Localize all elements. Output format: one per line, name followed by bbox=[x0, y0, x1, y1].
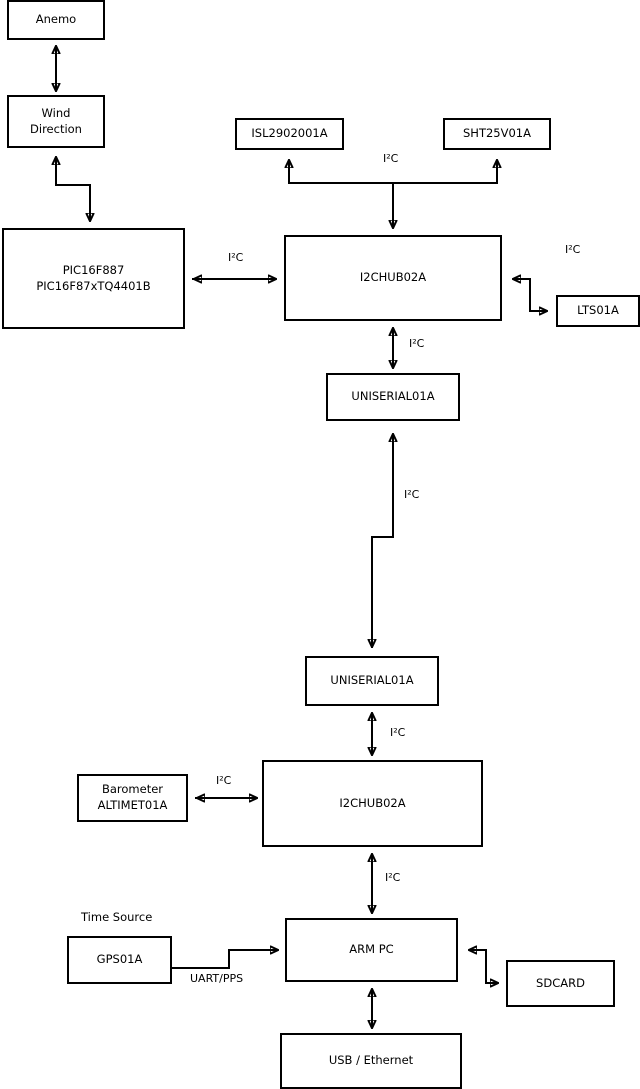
edge-label-i2c-barometer-hub: I²C bbox=[216, 774, 232, 787]
node-anemo[interactable]: Anemo bbox=[7, 0, 105, 40]
edge-winddirection-pic bbox=[56, 158, 90, 220]
edge-label-i2c-hub-armpc: I²C bbox=[385, 871, 401, 884]
edge-label-i2c-uniserial-uniserial: I²C bbox=[404, 488, 420, 501]
edge-uniserial-uniserial bbox=[372, 435, 393, 648]
edge-label-i2c-hub-lts: I²C bbox=[565, 243, 581, 256]
node-arm-pc[interactable]: ARM PC bbox=[285, 918, 458, 982]
node-gps01a[interactable]: GPS01A bbox=[67, 936, 172, 984]
node-uniserial01a-lower[interactable]: UNISERIAL01A bbox=[305, 656, 439, 706]
node-pic-microcontroller[interactable]: PIC16F887 PIC16F87xTQ4401B bbox=[2, 228, 185, 329]
node-i2chub02a-bottom[interactable]: I2CHUB02A bbox=[262, 760, 483, 847]
node-wind-direction[interactable]: Wind Direction bbox=[7, 95, 105, 148]
edge-label-i2c-pic-hub: I²C bbox=[228, 251, 244, 264]
edge-gps-armpc bbox=[172, 950, 277, 969]
edge-armpc-sdcard bbox=[470, 950, 497, 983]
edge-label-i2c-uniserial-hub: I²C bbox=[390, 726, 406, 739]
edge-label-i2c-top-sensors: I²C bbox=[383, 152, 399, 165]
edge-hubtop-lts bbox=[514, 279, 546, 311]
node-uniserial01a-upper[interactable]: UNISERIAL01A bbox=[326, 373, 460, 421]
node-usb-ethernet[interactable]: USB / Ethernet bbox=[280, 1033, 462, 1089]
node-lts01a[interactable]: LTS01A bbox=[556, 295, 640, 327]
node-isl2902001a[interactable]: ISL2902001A bbox=[235, 118, 344, 150]
node-i2chub02a-top[interactable]: I2CHUB02A bbox=[284, 235, 502, 321]
node-sdcard[interactable]: SDCARD bbox=[506, 960, 615, 1007]
edge-label-i2c-hub-uniserial: I²C bbox=[409, 337, 425, 350]
node-barometer-altimet01a[interactable]: Barometer ALTIMET01A bbox=[77, 774, 188, 822]
edge-label-uart-pps: UART/PPS bbox=[190, 972, 244, 985]
label-time-source: Time Source bbox=[81, 910, 153, 924]
edge-hubtop-sensors bbox=[289, 161, 497, 227]
node-sht25v01a[interactable]: SHT25V01A bbox=[443, 118, 551, 150]
